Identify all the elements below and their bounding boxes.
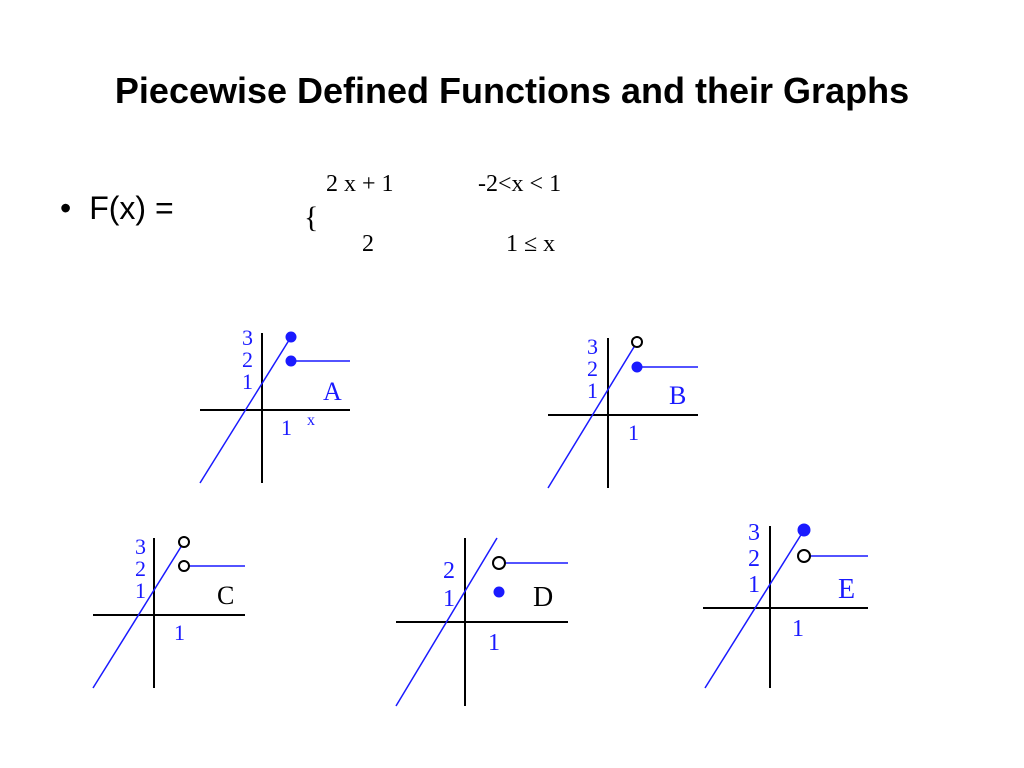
line-segment	[92, 541, 185, 689]
x-tick-label: 1	[174, 620, 185, 645]
line-segment	[547, 341, 638, 489]
graph-a: 3 2 1 1 x A	[199, 325, 350, 484]
closed-dot	[631, 361, 643, 373]
graph-e: 3 2 1 1 E	[703, 520, 868, 689]
x-tick-label: 1	[488, 630, 500, 656]
closed-dot	[285, 355, 297, 367]
graph-b: 3 2 1 1 B	[547, 334, 698, 489]
closed-dot	[797, 523, 811, 537]
y-tick-label: 3	[587, 334, 598, 359]
closed-dot	[493, 586, 505, 598]
piece1-condition: -2<x < 1	[478, 171, 562, 197]
open-dot	[178, 560, 190, 572]
y-tick-label: 2	[587, 356, 598, 381]
piece2-expression: 2	[362, 231, 374, 257]
graph-c: 3 2 1 1 C	[92, 534, 245, 689]
x-tick-label: 1	[792, 616, 804, 642]
bullet-dot: •	[60, 190, 72, 226]
line-segment	[395, 537, 498, 707]
line-segment	[704, 529, 805, 689]
x-tick-label: 1	[281, 415, 292, 440]
y-tick-label: 3	[242, 325, 253, 350]
piecewise-formula: { 2 x + 1 -2<x < 1 2 1 ≤ x	[300, 165, 620, 265]
graph-label: D	[533, 582, 553, 613]
y-tick-label: 3	[135, 534, 146, 559]
graph-label: B	[669, 381, 686, 410]
formula-brace: {	[304, 201, 319, 234]
piece2-condition: 1 ≤ x	[506, 231, 556, 257]
y-tick-label: 2	[135, 556, 146, 581]
graph-label: E	[838, 574, 855, 605]
graph-label: C	[217, 581, 234, 610]
graph-d: 2 1 1 D	[395, 537, 568, 707]
slide-title: Piecewise Defined Functions and their Gr…	[114, 70, 910, 111]
open-dot	[631, 336, 643, 348]
y-tick-label: 2	[443, 558, 455, 584]
y-tick-label: 1	[242, 369, 253, 394]
y-tick-label: 3	[748, 520, 760, 546]
open-dot	[178, 536, 190, 548]
x-tick-label: 1	[628, 420, 639, 445]
y-tick-label: 1	[748, 572, 760, 598]
y-tick-label: 1	[443, 586, 455, 612]
function-lhs: F(x) =	[89, 190, 174, 226]
line-segment	[199, 336, 292, 484]
open-dot	[797, 549, 811, 563]
bullet-item: • F(x) =	[60, 190, 174, 227]
y-tick-label: 1	[587, 378, 598, 403]
closed-dot	[285, 331, 297, 343]
y-tick-label: 2	[242, 347, 253, 372]
graph-label: A	[323, 377, 342, 406]
piece1-expression: 2 x + 1	[326, 171, 394, 197]
y-tick-label: 1	[135, 578, 146, 603]
open-dot	[492, 556, 506, 570]
x-axis-label: x	[307, 412, 315, 429]
y-tick-label: 2	[748, 546, 760, 572]
